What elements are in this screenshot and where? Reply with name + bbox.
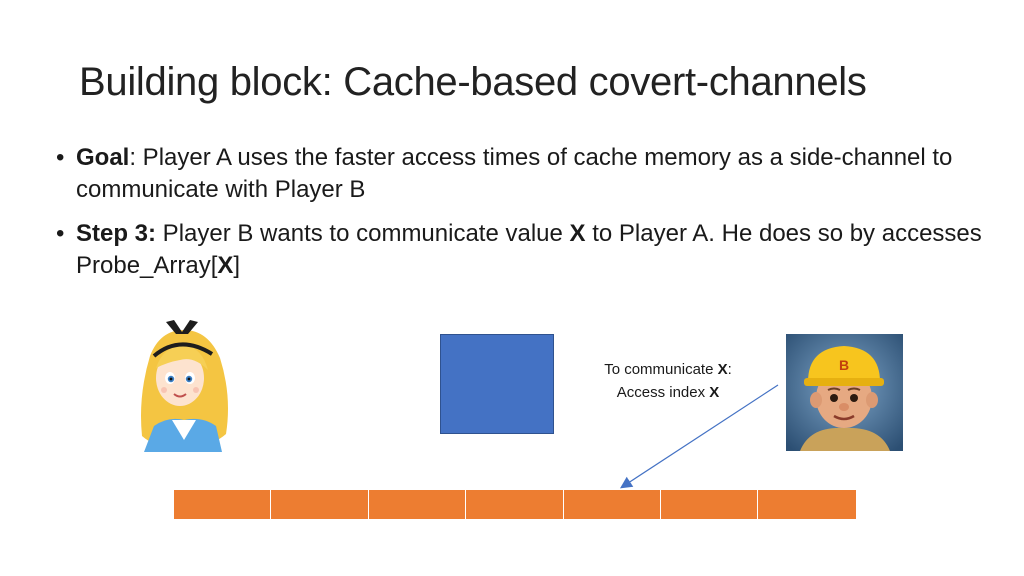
bullet-dot: • (56, 144, 65, 171)
bullet-step-3-label: Step 3: (76, 220, 157, 247)
note-text: : (727, 361, 732, 378)
note-text: Access index (616, 384, 710, 401)
probe-array-cell (368, 490, 467, 519)
probe-array-cell (758, 490, 856, 519)
bullet-goal-text: : Player A uses the faster access times … (76, 144, 953, 203)
bullet-step-3-text: ] (233, 252, 241, 279)
probe-array-cell (174, 490, 272, 519)
bullet-step-3-index: X (217, 252, 234, 279)
probe-array-cell (466, 490, 564, 519)
note-value: X (709, 384, 720, 401)
bullet-step-3-text: Player B wants to communicate value (156, 220, 570, 247)
bullet-step-3: • Step 3: Player B wants to communicate … (56, 218, 986, 282)
probe-array-cell (660, 490, 759, 519)
cached-block (440, 334, 554, 434)
note-text: To communicate (604, 361, 718, 378)
bullet-list: • Goal: Player A uses the faster access … (56, 142, 986, 294)
bullet-step-3-text: to Player A. He does so by accesses Prob… (76, 220, 982, 279)
svg-text:B: B (839, 357, 849, 373)
bob-builder-icon: B (786, 334, 903, 451)
bullet-dot: • (56, 220, 65, 247)
probe-array-cell (271, 490, 369, 519)
slide-title: Building block: Cache-based covert-chann… (79, 60, 867, 104)
bullet-goal-label: Goal (76, 144, 130, 171)
bullet-step-3-value: X (569, 220, 586, 247)
probe-array-cell (563, 490, 661, 519)
alice-icon (141, 320, 228, 452)
note-value: X (717, 361, 728, 378)
note-line-1: To communicate X: (580, 358, 756, 381)
note-line-2: Access index X (580, 381, 756, 404)
communication-note: To communicate X: Access index X (580, 358, 756, 404)
probe-array (174, 490, 856, 519)
bullet-goal: • Goal: Player A uses the faster access … (56, 142, 986, 206)
